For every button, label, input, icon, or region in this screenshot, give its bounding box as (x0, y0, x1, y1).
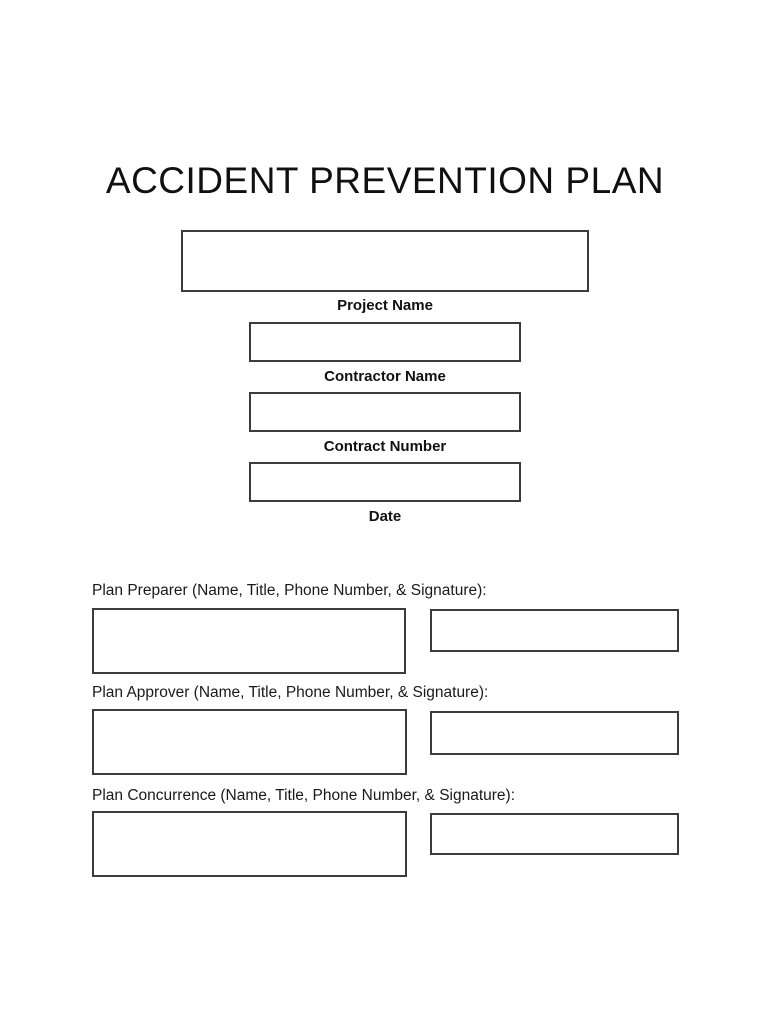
plan-concurrence-signature-field[interactable] (430, 813, 679, 855)
project-name-label: Project Name (337, 297, 433, 314)
contract-number-field[interactable] (249, 392, 521, 432)
date-label: Date (368, 508, 402, 525)
plan-preparer-info-field[interactable] (92, 608, 406, 674)
plan-concurrence-info-field[interactable] (92, 811, 407, 877)
plan-approver-info-field[interactable] (92, 709, 407, 775)
plan-preparer-signature-field[interactable] (430, 609, 679, 652)
project-name-field[interactable] (181, 230, 589, 292)
plan-concurrence-label: Plan Concurrence (Name, Title, Phone Num… (92, 787, 516, 804)
plan-approver-label: Plan Approver (Name, Title, Phone Number… (92, 684, 489, 701)
contractor-name-label: Contractor Name (324, 368, 446, 385)
plan-preparer-label: Plan Preparer (Name, Title, Phone Number… (92, 582, 487, 599)
plan-approver-signature-field[interactable] (430, 711, 679, 755)
contract-number-label: Contract Number (323, 438, 447, 455)
date-field[interactable] (249, 462, 521, 502)
contractor-name-field[interactable] (249, 322, 521, 362)
page-title: ACCIDENT PREVENTION PLAN (105, 160, 665, 201)
